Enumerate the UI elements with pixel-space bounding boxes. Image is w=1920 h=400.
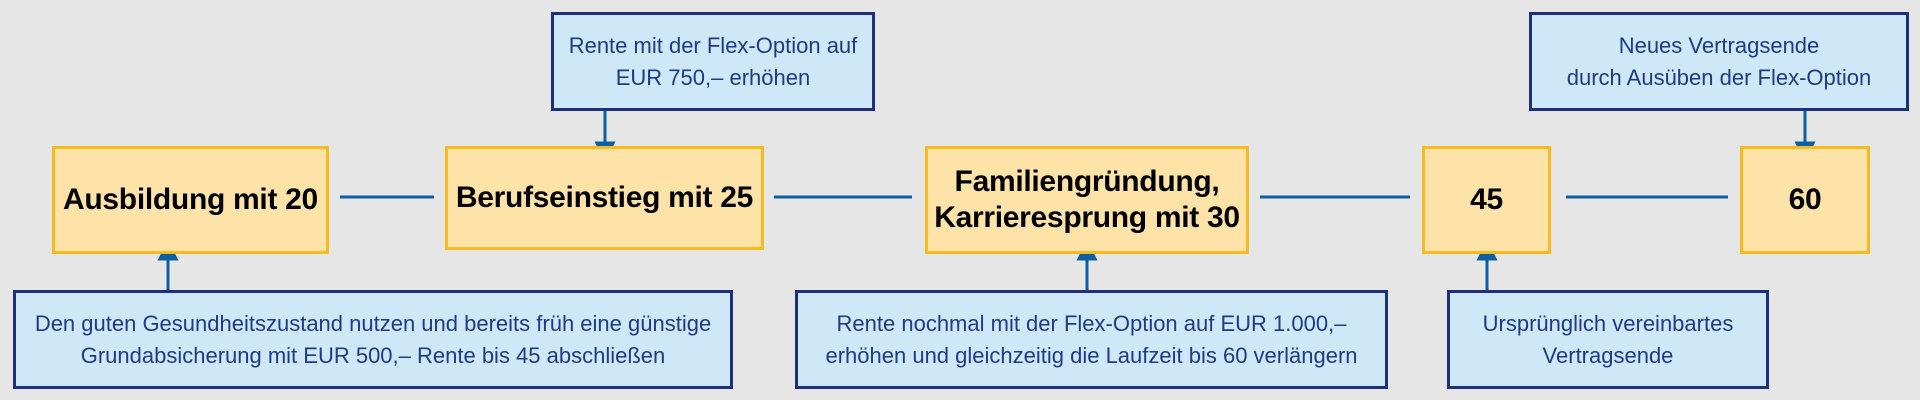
milestone-label: 60	[1788, 183, 1822, 216]
note-text: Ursprünglich vereinbartes Vertragsende	[1482, 310, 1734, 368]
milestone-ausbildung: Ausbildung mit 20	[52, 146, 329, 254]
milestone-label: 45	[1470, 183, 1503, 216]
milestone-label: Familiengründung, Karrieresprung mit 30	[934, 165, 1240, 234]
note-neues-vertragsende: Neues Vertragsende durch Ausüben der Fle…	[1529, 12, 1909, 111]
note-grundabsicherung: Den guten Gesundheitszustand nutzen und …	[13, 290, 733, 389]
milestone-60: 60	[1740, 146, 1870, 254]
milestone-45: 45	[1422, 146, 1551, 254]
note-flex-option-1000: Rente nochmal mit der Flex-Option auf EU…	[795, 290, 1388, 389]
note-text: Den guten Gesundheitszustand nutzen und …	[34, 310, 712, 368]
note-text: Neues Vertragsende durch Ausüben der Fle…	[1566, 32, 1872, 90]
milestone-label: Berufseinstieg mit 25	[455, 181, 754, 214]
note-text: Rente nochmal mit der Flex-Option auf EU…	[825, 310, 1358, 368]
note-text: Rente mit der Flex-Option auf EUR 750,– …	[568, 32, 858, 90]
note-flex-option-750: Rente mit der Flex-Option auf EUR 750,– …	[551, 12, 875, 111]
milestone-familiengruendung: Familiengründung, Karrieresprung mit 30	[925, 146, 1249, 254]
milestone-berufseinstieg: Berufseinstieg mit 25	[445, 146, 764, 250]
note-urspruenglich-vertragsende: Ursprünglich vereinbartes Vertragsende	[1447, 290, 1769, 389]
milestone-label: Ausbildung mit 20	[63, 183, 318, 216]
